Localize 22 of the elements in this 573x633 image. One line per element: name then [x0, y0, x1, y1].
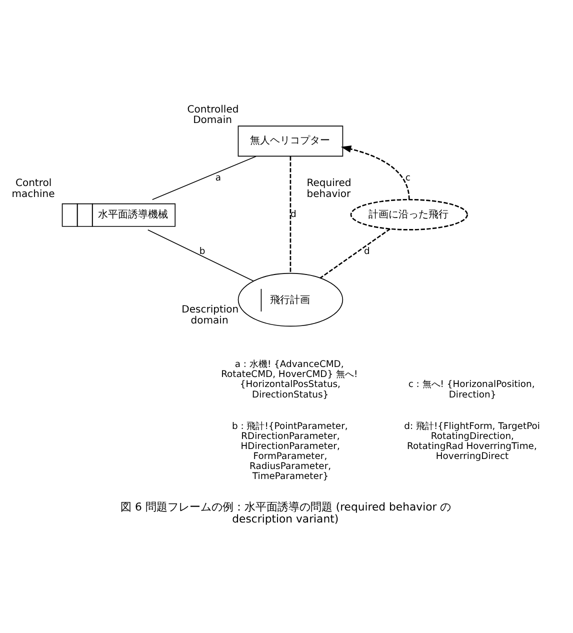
arrow — [340, 146, 410, 200]
connector — [147, 229, 254, 282]
edge-label: d — [364, 246, 370, 257]
label: d: 飛計!{FlightForm, TargetPoi RotatingDirection, RotatingRad HoverringTime, HoverringDirect — [404, 421, 540, 462]
node-label: Controlled Domain — [187, 104, 239, 126]
node-ellipse: 飛行計画 — [238, 272, 344, 327]
connector — [152, 156, 256, 200]
edge-label: d — [290, 209, 296, 220]
edge-label: c — [405, 172, 410, 184]
connector — [320, 228, 390, 278]
label: b : 飛計!{PointParameter, RDirectionParameter, HDirectionParameter, FormParameter, RadiusParameter, TimeParameter} — [232, 421, 348, 482]
label: c : 無へ! {HorizonalPosition, Direction} — [408, 379, 535, 400]
node-label: Description domain — [182, 304, 239, 327]
connector — [290, 156, 292, 274]
node-ellipse: 計画に沿った飛行 — [350, 198, 468, 230]
node-label: Required behavior — [306, 178, 352, 200]
caption: 図 6 問題フレームの例：水平面誘導の問題 (required behavior の description variant) — [120, 500, 452, 526]
label: a : 水機! {AdvanceCMD, RotateCMD, HoverCMD} 無へ! {HorizontalPosStatus, DirectionStatus} — [221, 359, 358, 400]
edge-label: b — [199, 246, 206, 257]
node-box: 無人ヘリコプター — [238, 126, 344, 157]
node-label: Control machine — [12, 178, 55, 200]
edge-label: a — [215, 172, 221, 184]
